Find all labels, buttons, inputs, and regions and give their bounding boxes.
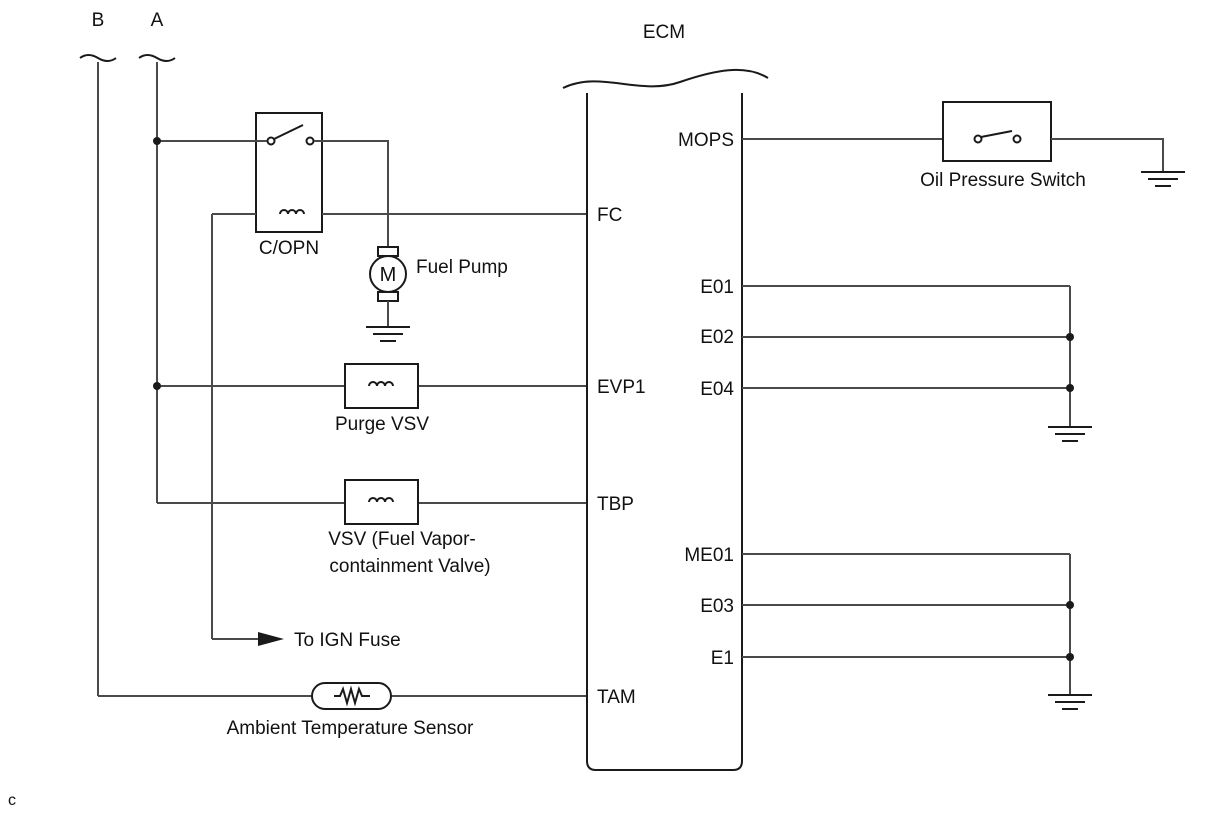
vsv-label-line1: VSV (Fuel Vapor- <box>328 529 475 550</box>
bus-label-a: A <box>151 10 164 31</box>
corner-code: c <box>8 792 16 809</box>
copn-relay <box>255 112 323 233</box>
arrow-to-ign-fuse-icon <box>258 632 284 646</box>
bus-label-b: B <box>92 10 105 31</box>
pin-fc: FC <box>597 205 622 226</box>
oil-pressure-switch-label: Oil Pressure Switch <box>920 170 1086 191</box>
junction-dot <box>1066 653 1074 661</box>
junction-dot <box>1066 384 1074 392</box>
fuel-pump <box>366 246 410 342</box>
motor-letter: M <box>380 264 397 286</box>
junction-dot <box>1066 333 1074 341</box>
to-ign-fuse-label: To IGN Fuse <box>294 630 401 651</box>
pin-tam: TAM <box>597 687 636 708</box>
pin-evp1: EVP1 <box>597 377 646 398</box>
pin-e03: E03 <box>700 596 734 617</box>
junction-dot <box>1066 601 1074 609</box>
ecm-title: ECM <box>643 22 685 43</box>
fuel-pump-label: Fuel Pump <box>416 257 508 278</box>
ambient-temperature-sensor <box>311 682 392 710</box>
ecm-block <box>562 68 769 771</box>
purge-vsv <box>344 363 419 409</box>
junction-dot <box>153 382 161 390</box>
ground-symbol-icon <box>1141 171 1185 187</box>
pin-mops: MOPS <box>678 130 734 151</box>
pin-e1: E1 <box>711 648 734 669</box>
pin-me01: ME01 <box>684 545 734 566</box>
oil-pressure-switch <box>942 101 1052 162</box>
pin-e01: E01 <box>700 277 734 298</box>
copn-label: C/OPN <box>259 238 319 259</box>
pin-tbp: TBP <box>597 494 634 515</box>
pin-e02: E02 <box>700 327 734 348</box>
purge-vsv-label: Purge VSV <box>335 414 429 435</box>
vsv-fuel-vapor <box>344 479 419 525</box>
junction-dot <box>153 137 161 145</box>
bus-b <box>79 54 312 697</box>
ground-symbol-icon <box>1048 426 1092 442</box>
ground-symbol-icon <box>1048 694 1092 710</box>
ambient-sensor-label: Ambient Temperature Sensor <box>227 718 474 739</box>
vsv-label-line2: containment Valve) <box>329 556 490 577</box>
pin-e04: E04 <box>700 379 734 400</box>
bus-a <box>138 54 345 504</box>
